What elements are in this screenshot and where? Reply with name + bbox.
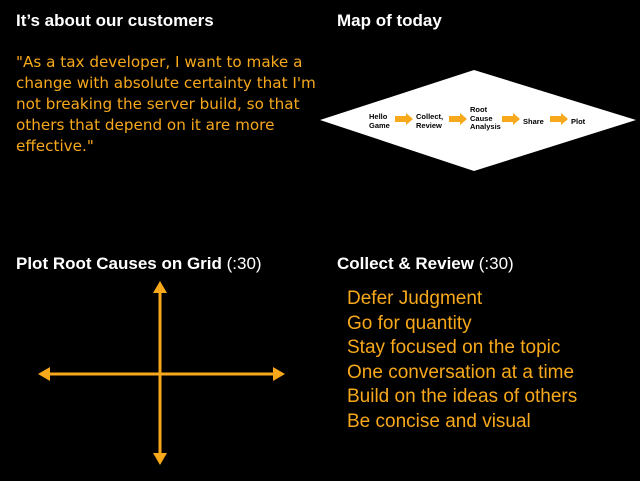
arrow-down-icon <box>153 453 167 465</box>
arrow-left-icon <box>38 367 50 381</box>
plot-duration: (:30) <box>226 254 262 273</box>
arrow-icon <box>502 113 520 125</box>
arrow-up-icon <box>153 281 167 293</box>
collect-heading: Collect & Review (:30) <box>337 254 514 273</box>
collect-duration: (:30) <box>478 254 514 273</box>
process-map-diagram <box>320 70 636 171</box>
arrow-icon <box>550 113 568 125</box>
list-item: Stay focused on the topic <box>347 337 561 359</box>
list-item: One conversation at a time <box>347 361 575 383</box>
review-rules-list: Defer Judgment Go for quantity Stay focu… <box>347 287 577 435</box>
map-heading: Map of today <box>337 11 442 30</box>
arrow-right-icon <box>273 367 285 381</box>
customers-heading: It’s about our customers <box>16 11 214 30</box>
arrow-icon <box>395 113 413 125</box>
list-item: Go for quantity <box>347 312 472 334</box>
customer-quote: "As a tax developer, I want to make a ch… <box>16 53 316 155</box>
step-plot: Plot <box>571 117 586 126</box>
list-item: Defer Judgment <box>347 288 483 309</box>
diamond-shape <box>320 70 636 171</box>
list-item: Build on the ideas of others <box>347 386 578 408</box>
plot-heading: Plot Root Causes on Grid (:30) <box>16 254 262 273</box>
step-collect-review: Collect,Review <box>416 112 444 130</box>
list-item: Be concise and visual <box>347 410 531 432</box>
step-share: Share <box>523 117 544 126</box>
arrow-icon <box>449 113 467 125</box>
